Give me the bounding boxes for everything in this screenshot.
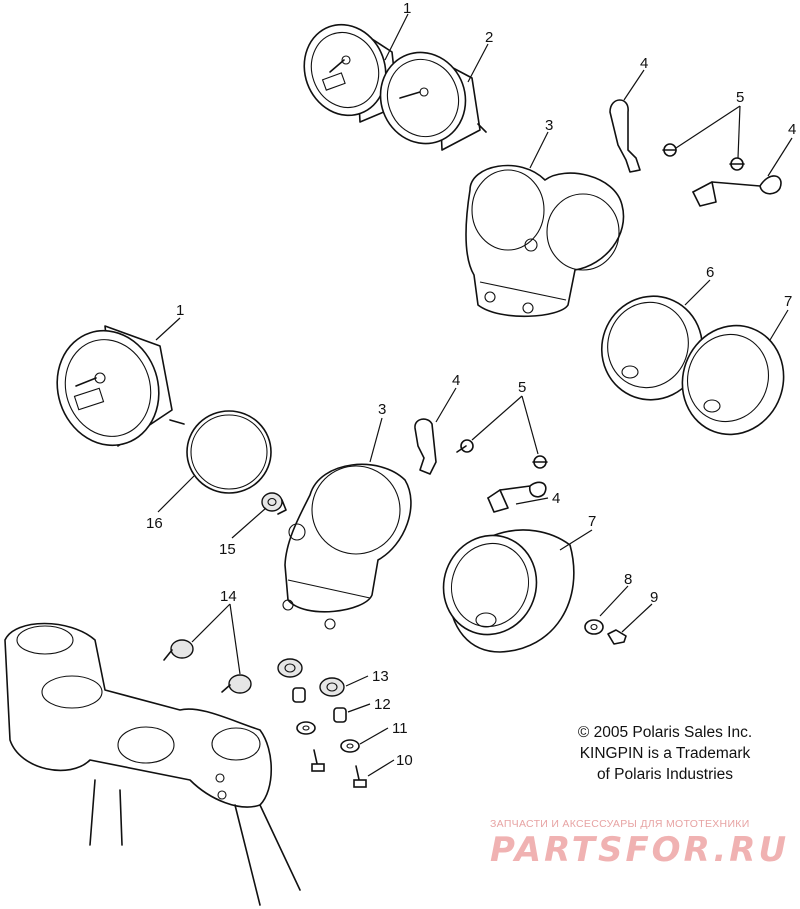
- callout-5-top: 5: [736, 89, 744, 106]
- washer-8: [584, 619, 604, 635]
- clip-4-middle-lower: [487, 481, 547, 513]
- callout-5-middle: 5: [518, 379, 526, 396]
- callout-12: 12: [374, 696, 391, 713]
- clip-4-top-left: [609, 99, 641, 173]
- callout-4-middle-lower: 4: [552, 490, 560, 507]
- collar-12-a: [292, 687, 306, 703]
- callout-6-right: 6: [706, 264, 714, 281]
- screw-5-top-b: [729, 157, 745, 171]
- copyright-line-2: KINGPIN is a Trademark: [579, 745, 751, 762]
- screw-5-top-a: [662, 143, 677, 157]
- callout-7-middle: 7: [588, 513, 596, 530]
- bolt-10-b: [353, 765, 367, 788]
- screw-5-middle-a: [456, 439, 474, 453]
- washer-11-a: [296, 721, 316, 735]
- copyright-notice: © 2005 Polaris Sales Inc. KINGPIN is a T…: [540, 722, 790, 785]
- watermark-caption: ЗАПЧАСТИ И АКСЕССУАРЫ ДЛЯ МОТОТЕХНИКИ: [490, 818, 750, 830]
- bracket-3-double: [465, 164, 625, 318]
- leader-lines: [155, 13, 793, 777]
- gauge-1-top: [303, 23, 399, 123]
- callout-1-top: 1: [403, 0, 411, 17]
- triple-clamp: [4, 622, 301, 906]
- gauge-2-top: [379, 51, 487, 151]
- collar-12-b: [333, 707, 347, 723]
- bracket-3-single: [282, 463, 412, 630]
- callout-4-top-left: 4: [640, 55, 648, 72]
- clip-4-middle-upper: [414, 418, 437, 475]
- clip-4-top-right: [692, 175, 782, 207]
- copyright-line-1: © 2005 Polaris Sales Inc.: [577, 724, 753, 741]
- bolt-10-a: [311, 749, 325, 772]
- mount-14-b: [221, 674, 252, 694]
- grommet-15: [261, 492, 287, 515]
- cup-7-right: [681, 324, 785, 436]
- callout-4-top-right: 4: [788, 121, 796, 138]
- callout-15: 15: [219, 541, 236, 558]
- screw-5-middle-b: [532, 455, 548, 469]
- grommet-13-a: [277, 658, 303, 678]
- callout-8: 8: [624, 571, 632, 588]
- callout-4-middle-upper: 4: [452, 372, 460, 389]
- callout-14: 14: [220, 588, 237, 605]
- callout-7-right: 7: [784, 293, 792, 310]
- callout-1-middle: 1: [176, 302, 184, 319]
- gauge-1-middle: [56, 325, 185, 447]
- callout-16: 16: [146, 515, 163, 532]
- callout-10: 10: [396, 752, 413, 769]
- callout-3-top: 3: [545, 117, 553, 134]
- callout-13: 13: [372, 668, 389, 685]
- screw-9: [607, 629, 627, 645]
- watermark-logo: PARTSFOR.RU: [490, 830, 790, 870]
- mount-14-a: [163, 639, 194, 661]
- callout-11: 11: [392, 720, 408, 737]
- grommet-13-b: [319, 677, 345, 697]
- callout-numbers: 1 2 3 4 5 4 6 7 1 16 15 3 4 5 4 7 8 9 14…: [146, 0, 796, 769]
- callout-2-top: 2: [485, 29, 493, 46]
- copyright-line-3: of Polaris Industries: [596, 766, 734, 783]
- cup-7-middle: [442, 529, 575, 653]
- o-ring-16: [186, 410, 272, 494]
- callout-9: 9: [650, 589, 658, 606]
- callout-3-middle: 3: [378, 401, 386, 418]
- washer-11-b: [340, 739, 360, 753]
